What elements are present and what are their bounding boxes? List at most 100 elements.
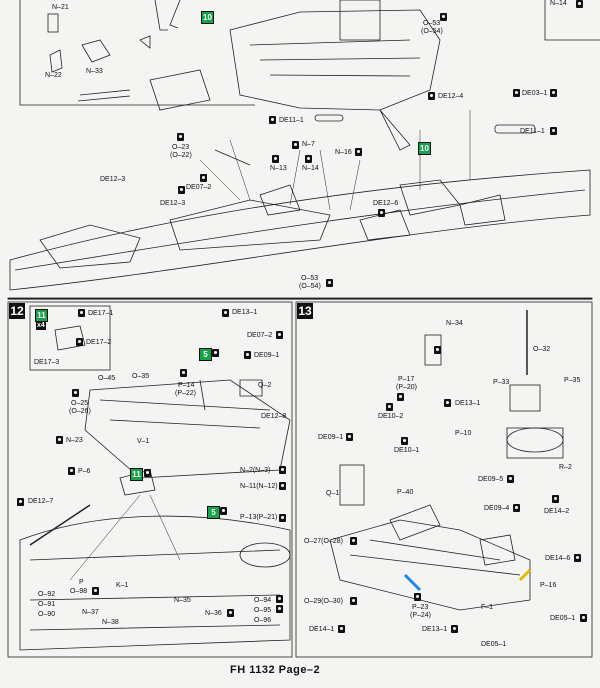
label-de12-3a: DE12–3 (100, 176, 126, 183)
part-badge-icon (507, 475, 514, 483)
label-o54-top: (O–54) (421, 28, 443, 35)
label-de09-4: DE09–4 (484, 505, 510, 512)
part-n21 (47, 13, 59, 33)
part-badge-icon (428, 92, 435, 100)
label-o22: (O–22) (170, 152, 192, 159)
label-o45: O–45 (98, 375, 116, 382)
part-badge-icon (276, 605, 283, 613)
label-p23: P–23 (412, 604, 429, 611)
part-badge-icon (279, 482, 286, 490)
label-o53-top: O–53 (423, 20, 441, 27)
part-badge-icon (177, 133, 184, 141)
part-n22 (49, 49, 63, 73)
label-de14-6: DE14–6 (545, 555, 571, 562)
label-de07-2: DE07–2 (247, 332, 273, 339)
part-badge-icon (580, 614, 587, 622)
green-step-5a: 5 (199, 348, 212, 361)
label-n11: N–11(N–12) (240, 483, 278, 490)
part-badge-icon (200, 174, 207, 182)
turret-a (39, 224, 141, 269)
label-p13: P–13(P–21) (240, 514, 278, 521)
label-de17-3: DE17–3 (34, 359, 60, 366)
part-r2 (506, 427, 564, 453)
label-o26: (O–26) (69, 408, 91, 415)
main-hull (9, 169, 591, 291)
label-o53-bottom: O–53 (301, 275, 319, 282)
label-n35: N–35 (174, 597, 191, 604)
label-v1: V–1 (137, 438, 150, 445)
label-de09-5: DE09–5 (478, 476, 504, 483)
label-p14: P–14 (178, 382, 195, 389)
part-badge-icon (222, 309, 229, 317)
part-badge-icon (276, 595, 283, 603)
label-de14-2: DE14–2 (544, 508, 570, 515)
part-badge-icon (305, 155, 312, 163)
part-badge-icon (220, 507, 227, 515)
label-n38: N–38 (102, 619, 119, 626)
part-badge-icon (78, 309, 85, 317)
boat-de11 (494, 124, 536, 134)
part-badge-icon (72, 389, 79, 397)
label-de05-1a: DE05–1 (550, 615, 576, 622)
label-p40: P–40 (397, 489, 414, 496)
part-badge-icon (576, 0, 583, 8)
part-badge-icon (17, 498, 24, 506)
label-de13-1: DE13–1 (455, 400, 481, 407)
label-o29: O–29(O–30) (304, 598, 343, 605)
part-n33 (81, 39, 111, 63)
part-badge-icon (178, 186, 185, 194)
part-badge-icon (244, 351, 251, 359)
label-f1: F–1 (481, 604, 494, 611)
label-r2: R–2 (559, 464, 572, 471)
label-o91: O–91 (38, 601, 56, 608)
label-n36: N–36 (205, 610, 222, 617)
part-badge-icon (386, 403, 393, 411)
label-de10-2: DE10–2 (378, 413, 404, 420)
label-p20: (P–20) (396, 384, 418, 391)
label-k1: K–1 (116, 582, 129, 589)
label-de12-3b: DE12–3 (160, 200, 186, 207)
label-de17-1: DE17–1 (88, 310, 114, 317)
label-n7: N–7 (302, 141, 315, 148)
part-badge-icon (550, 89, 557, 97)
crane (379, 109, 411, 151)
part-badge-icon (212, 349, 219, 357)
label-o27: O–27(O–28) (304, 538, 343, 545)
green-step-10b: 10 (418, 142, 431, 155)
label-p33: P–33 (493, 379, 510, 386)
part-badge-icon (350, 537, 357, 545)
part-badge-icon (397, 393, 404, 401)
part-badge-icon (550, 127, 557, 135)
step12-frame (7, 301, 293, 658)
label-p6: P–6 (78, 468, 91, 475)
label-o94: O–94 (254, 597, 272, 604)
label-de12-8: DE12–8 (261, 413, 287, 420)
top-inset-frame (19, 0, 255, 106)
label-o23: O–23 (172, 144, 190, 151)
label-q1: Q–1 (326, 490, 340, 497)
label-o92: O–92 (38, 591, 56, 598)
label-de12-7: DE12–7 (28, 498, 54, 505)
part-badge-icon (513, 89, 520, 97)
label-de07-2a: DE07–2 (186, 184, 212, 191)
part-badge-icon (92, 587, 99, 595)
label-q2: Q–2 (258, 382, 272, 389)
part-badge-icon (144, 469, 151, 477)
label-de10-1: DE10–1 (394, 447, 420, 454)
label-de09-1: DE09–1 (318, 434, 344, 441)
deck-k1 (19, 515, 291, 651)
part-badge-icon (574, 554, 581, 562)
label-de17-2: DE17–2 (86, 339, 112, 346)
label-n34: N–34 (446, 320, 463, 327)
label-de09-1: DE09–1 (254, 352, 280, 359)
part-badge-icon (350, 597, 357, 605)
label-n21: N–21 (52, 4, 69, 11)
label-o35: O–35 (132, 373, 150, 380)
inset-green-step: 11 (35, 309, 48, 322)
part-badge-icon (338, 625, 345, 633)
part-badge-icon (552, 495, 559, 503)
label-o54-bottom: (O–54) (299, 283, 321, 290)
part-badge-icon (440, 13, 447, 21)
label-n23: N–23 (66, 437, 83, 444)
